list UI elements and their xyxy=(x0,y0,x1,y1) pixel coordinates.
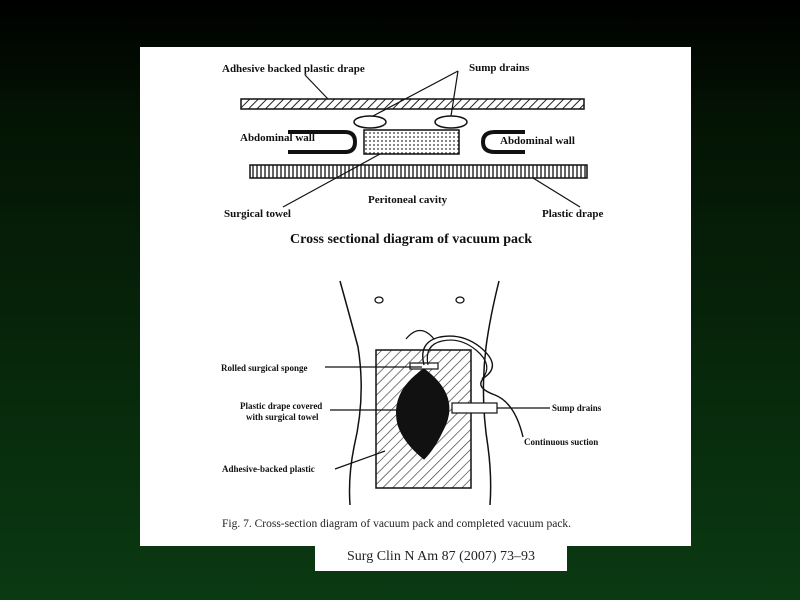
sump-drain-tube xyxy=(451,402,498,414)
label-adhesive-drape: Adhesive backed plastic drape xyxy=(222,63,365,75)
torso-outline-right xyxy=(482,280,500,506)
label-continuous-suction: Continuous suction xyxy=(524,437,598,447)
sump-drain-right xyxy=(434,115,468,129)
label-plastic-drape-line2: with surgical towel xyxy=(246,412,319,422)
top-diagram-title: Cross sectional diagram of vacuum pack xyxy=(290,232,532,247)
drape-leaf-shape xyxy=(396,368,450,460)
navel-curve xyxy=(405,329,435,340)
citation-text: Surg Clin N Am 87 (2007) 73–93 xyxy=(347,549,535,564)
sump-drain-left xyxy=(353,115,387,129)
suction-tubing xyxy=(422,335,524,438)
label-sump-drains-bottom: Sump drains xyxy=(552,403,602,413)
label-rolled-sponge: Rolled surgical sponge xyxy=(221,363,308,373)
adhesive-drape-bar xyxy=(240,98,585,110)
top-cross-section-diagram: Adhesive backed plastic drape Sump drain… xyxy=(222,62,604,247)
surgical-towel-block xyxy=(363,129,460,155)
bottom-completed-pack-diagram: Rolled surgical sponge Plastic drape cov… xyxy=(221,280,602,506)
abdominal-wall-left-shape xyxy=(288,130,358,154)
figure-caption: Fig. 7. Cross-section diagram of vacuum … xyxy=(222,518,571,530)
label-abdominal-wall-right: Abdominal wall xyxy=(500,135,575,147)
nipple-right xyxy=(455,296,465,304)
label-abdominal-wall-left: Abdominal wall xyxy=(240,132,315,144)
torso-outline-left xyxy=(339,280,362,506)
label-plastic-drape-line1: Plastic drape covered xyxy=(240,401,322,411)
plastic-drape-bar xyxy=(249,164,588,179)
figure-panel: Adhesive backed plastic drape Sump drain… xyxy=(140,47,691,546)
label-peritoneal-cavity: Peritoneal cavity xyxy=(368,194,448,206)
citation-box: Surg Clin N Am 87 (2007) 73–93 xyxy=(315,543,567,571)
label-plastic-drape: Plastic drape xyxy=(542,208,604,220)
label-surgical-towel: Surgical towel xyxy=(224,208,291,220)
nipple-left xyxy=(374,296,384,304)
abdominal-wall-right-shape xyxy=(480,130,525,154)
vacuum-pack-diagram: Adhesive backed plastic drape Sump drain… xyxy=(221,62,604,530)
label-adhesive-plastic: Adhesive-backed plastic xyxy=(222,464,315,474)
label-sump-drains-top: Sump drains xyxy=(469,62,530,74)
